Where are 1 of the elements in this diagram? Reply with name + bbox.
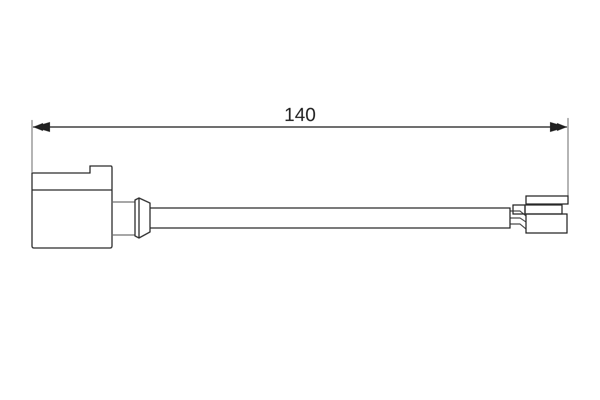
dimension-label: 140 xyxy=(284,106,316,125)
